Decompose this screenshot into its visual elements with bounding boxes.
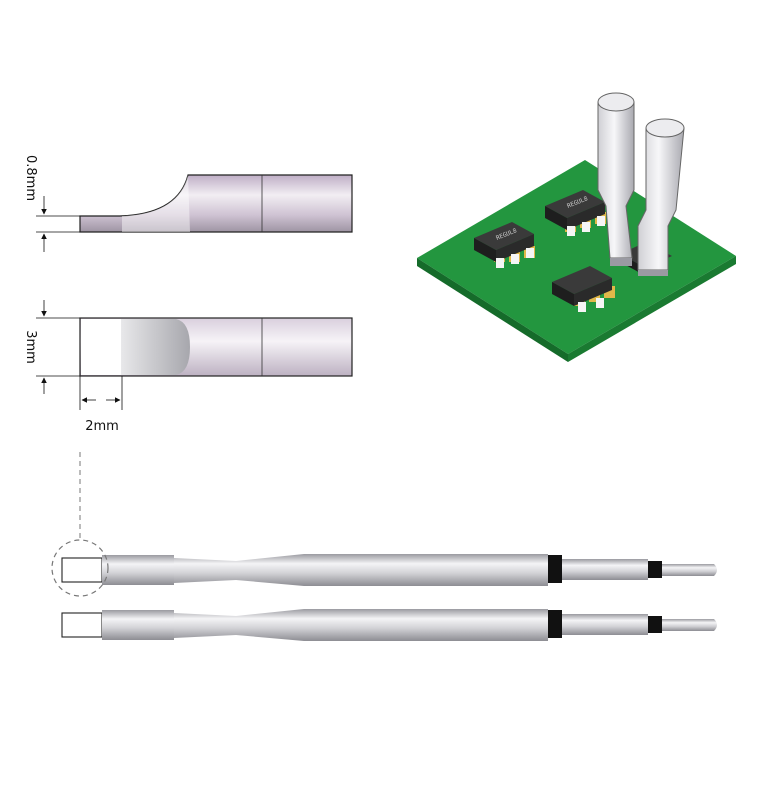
length-label: 2mm [85,419,119,434]
width-label: 3mm [23,330,38,364]
pcb-illustration: REGUL8 REGUL8 [417,92,736,362]
thickness-dimension: 0.8mm [23,155,80,252]
tweezer-tip-right [637,118,685,276]
magnify-circle-icon [51,539,109,597]
soldering-tip-full [61,609,717,641]
width-dimension: 3mm [23,300,80,394]
tweezer-tip-left [597,92,635,266]
pcb-board [417,160,736,354]
chip: REGUL8 [474,222,535,268]
tip-top-view [79,317,353,377]
tip-side-view [79,174,353,233]
thickness-label: 0.8mm [23,155,38,201]
chip: REGUL8 [545,190,606,236]
soldering-tip-full [61,554,717,586]
length-dimension: 2mm [79,376,123,434]
chip [552,266,615,312]
